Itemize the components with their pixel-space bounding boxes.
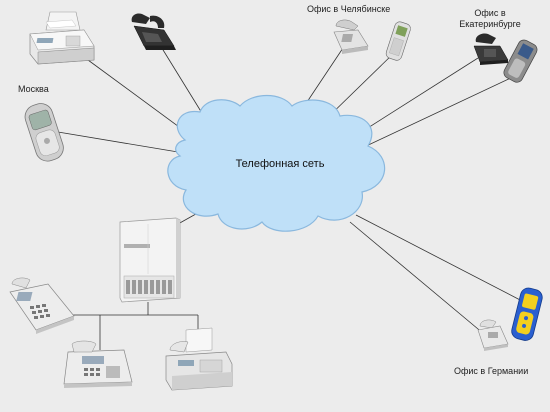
fax-machine-moscow-icon <box>29 11 95 65</box>
line-mobile-moscow <box>57 131 179 153</box>
mobile-phone-chelyabinsk-icon <box>385 21 411 61</box>
line-fax-moscow <box>87 59 191 136</box>
mobile-phone-moscow-icon <box>24 103 64 162</box>
label-ekaterinburg-line2: Екатеринбурге <box>459 19 521 29</box>
mobile-phone-germany-icon <box>511 287 543 341</box>
network-label: Телефонная сеть <box>235 158 325 170</box>
desk-phone-germany-icon <box>477 319 509 351</box>
label-ekaterinburg-line1: Офис в <box>474 8 506 18</box>
desk-phone-moscow-icon <box>131 13 176 50</box>
label-ekaterinburg: Офис в Екатеринбурге <box>450 8 530 30</box>
desk-phone-chelyabinsk-icon <box>333 19 369 54</box>
fax-machine-bottom-icon <box>165 327 233 391</box>
mobile-phone-ekaterinburg-icon <box>503 39 538 83</box>
system-phone-left-icon <box>9 277 75 334</box>
line-mobile-ekaterinburg <box>361 75 516 149</box>
label-chelyabinsk: Офис в Челябинске <box>307 4 391 14</box>
label-moscow: Москва <box>18 84 49 94</box>
pbx-unit-icon <box>119 217 181 303</box>
line-germany-mobile <box>355 214 525 303</box>
network-cloud <box>167 95 386 232</box>
line-phone-ekaterinburg <box>351 57 479 139</box>
line-germany-phone <box>349 221 485 335</box>
system-phone-bottom-icon <box>63 340 133 388</box>
desk-phone-ekaterinburg-icon <box>473 33 509 65</box>
label-germany: Офис в Германии <box>454 366 529 376</box>
line-phone-moscow <box>159 44 206 119</box>
